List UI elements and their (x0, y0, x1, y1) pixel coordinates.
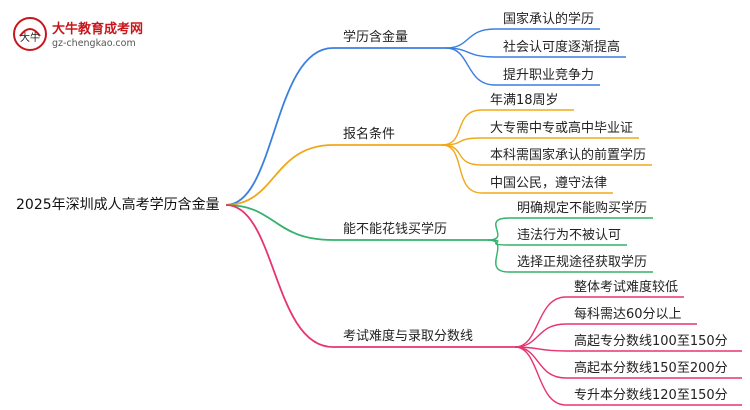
logo-url: gz-chengkao.com (52, 38, 136, 49)
leaf-topic: 大专需中专或高中毕业证 (490, 121, 634, 136)
leaf-topic: 每科需达60分以上 (574, 307, 682, 322)
leaf-connector (514, 346, 567, 379)
leaf-connector (441, 144, 483, 166)
logo-mark-icon: 大牛 (13, 17, 47, 51)
leaf-topic: 高起专分数线100至150分 (574, 334, 728, 349)
leaf-topic: 专升本分数线120至150分 (574, 388, 728, 403)
leaf-topic: 年满18周岁 (490, 93, 559, 108)
leaf-topic: 高起本分数线150至200分 (574, 361, 728, 376)
site-logo: 大牛 大牛教育成考网 gz-chengkao.com (12, 16, 162, 52)
branch-connector (225, 144, 334, 206)
svg-text:大牛: 大牛 (20, 31, 40, 44)
leaf-topic: 本科需国家承认的前置学历 (490, 148, 647, 163)
branch-topic: 报名条件 (343, 127, 396, 142)
leaf-topic: 提升职业竞争力 (503, 68, 595, 83)
branch-connector (225, 204, 334, 241)
leaf-topic: 社会认可度逐渐提高 (503, 40, 621, 55)
leaf-topic: 整体考试难度较低 (574, 280, 679, 295)
logo-title: 大牛教育成考网 (52, 22, 144, 37)
leaf-connector (514, 323, 567, 348)
root-topic: 2025年深圳成人高考学历含金量 (16, 197, 220, 213)
leaf-topic: 选择正规途径获取学历 (517, 255, 648, 270)
branch-connector (225, 47, 334, 206)
leaf-topic: 中国公民，遵守法律 (490, 176, 608, 191)
branch-topic: 考试难度与录取分数线 (343, 329, 474, 344)
branch-topic: 能不能花钱买学历 (343, 222, 448, 237)
leaf-connector (514, 346, 567, 406)
leaf-topic: 明确规定不能购买学历 (517, 201, 648, 216)
leaf-connector (445, 47, 496, 86)
leaf-connector (514, 296, 567, 348)
leaf-connector (445, 28, 496, 49)
leaf-topic: 违法行为不被认可 (517, 228, 622, 243)
leaf-connector (441, 144, 483, 194)
leaf-connector (487, 239, 510, 273)
leaf-topic: 国家承认的学历 (503, 12, 595, 27)
branch-connector (225, 204, 334, 348)
leaf-connector (487, 217, 510, 241)
leaf-connector (441, 109, 483, 146)
branch-topic: 学历含金量 (343, 30, 409, 45)
